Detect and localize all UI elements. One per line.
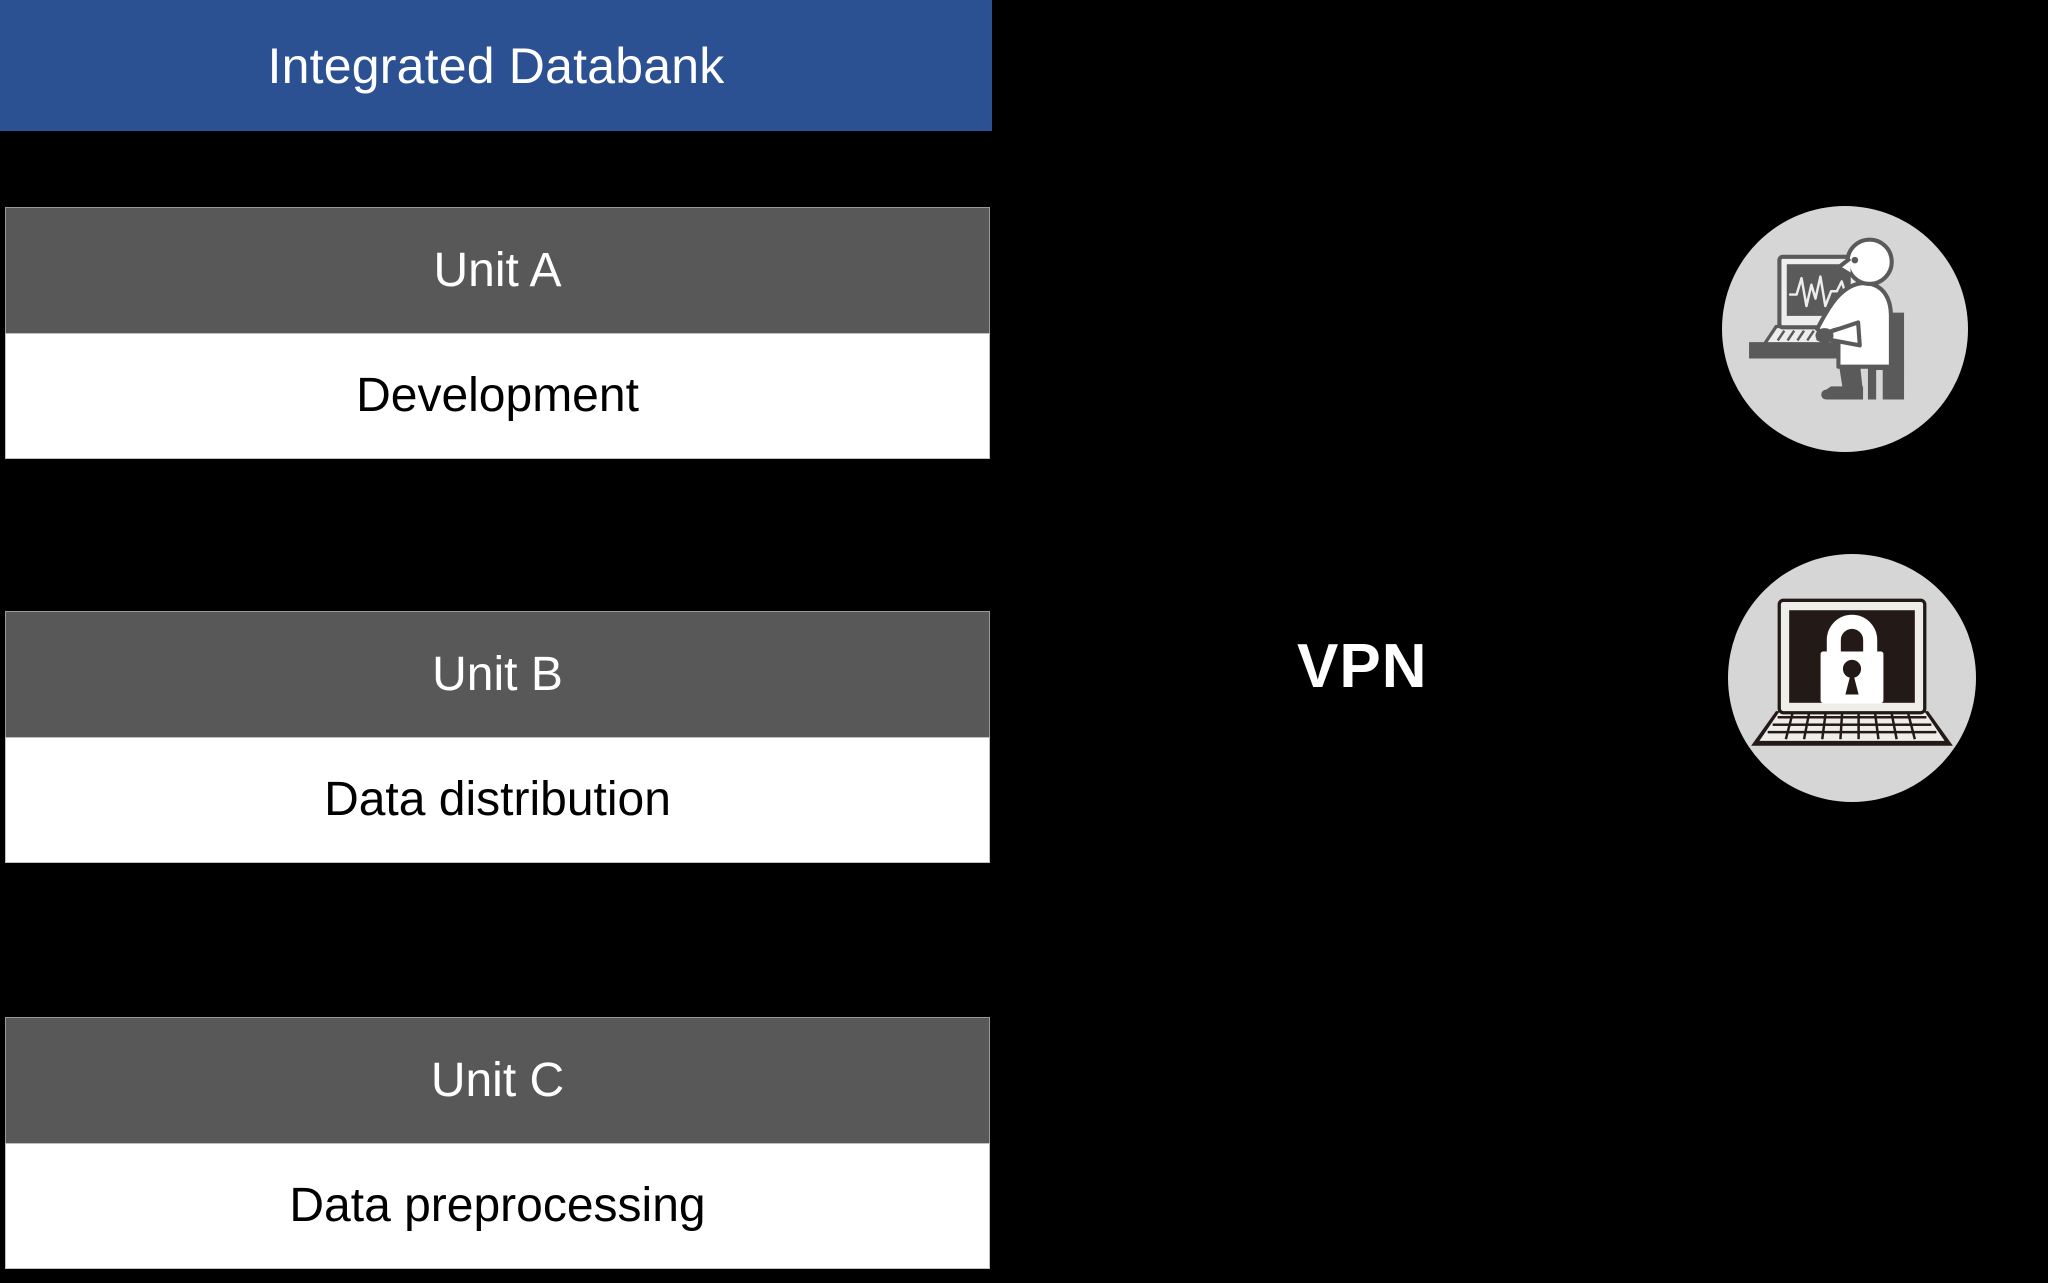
unit-a-role: Development (356, 369, 639, 422)
unit-c-name: Unit C (430, 1053, 565, 1107)
unit-b-header: Unit B (5, 611, 990, 737)
unit-c-role: Data preprocessing (289, 1179, 706, 1232)
unit-c-body: Data preprocessing (5, 1143, 990, 1269)
researcher-at-laptop-icon (1749, 237, 1905, 400)
unit-card-c: Unit C Data preprocessing (5, 1017, 990, 1269)
unit-b-body: Data distribution (5, 737, 990, 863)
unit-b-name: Unit B (432, 647, 563, 701)
vpn-lock-icon-circle (1728, 554, 1976, 802)
unit-card-a: Unit A Development (5, 207, 990, 459)
laptop-with-padlock-icon (1751, 598, 1953, 746)
integrated-databank-header: Integrated Databank (0, 0, 992, 131)
unit-a-body: Development (5, 333, 990, 459)
unit-c-header: Unit C (5, 1017, 990, 1143)
researcher-icon-circle (1722, 206, 1968, 452)
unit-b-role: Data distribution (324, 773, 671, 826)
vpn-label: VPN (1297, 632, 1428, 701)
integrated-databank-label: Integrated Databank (267, 37, 725, 94)
unit-a-header: Unit A (5, 207, 990, 333)
unit-a-name: Unit A (433, 243, 562, 297)
unit-card-b: Unit B Data distribution (5, 611, 990, 863)
